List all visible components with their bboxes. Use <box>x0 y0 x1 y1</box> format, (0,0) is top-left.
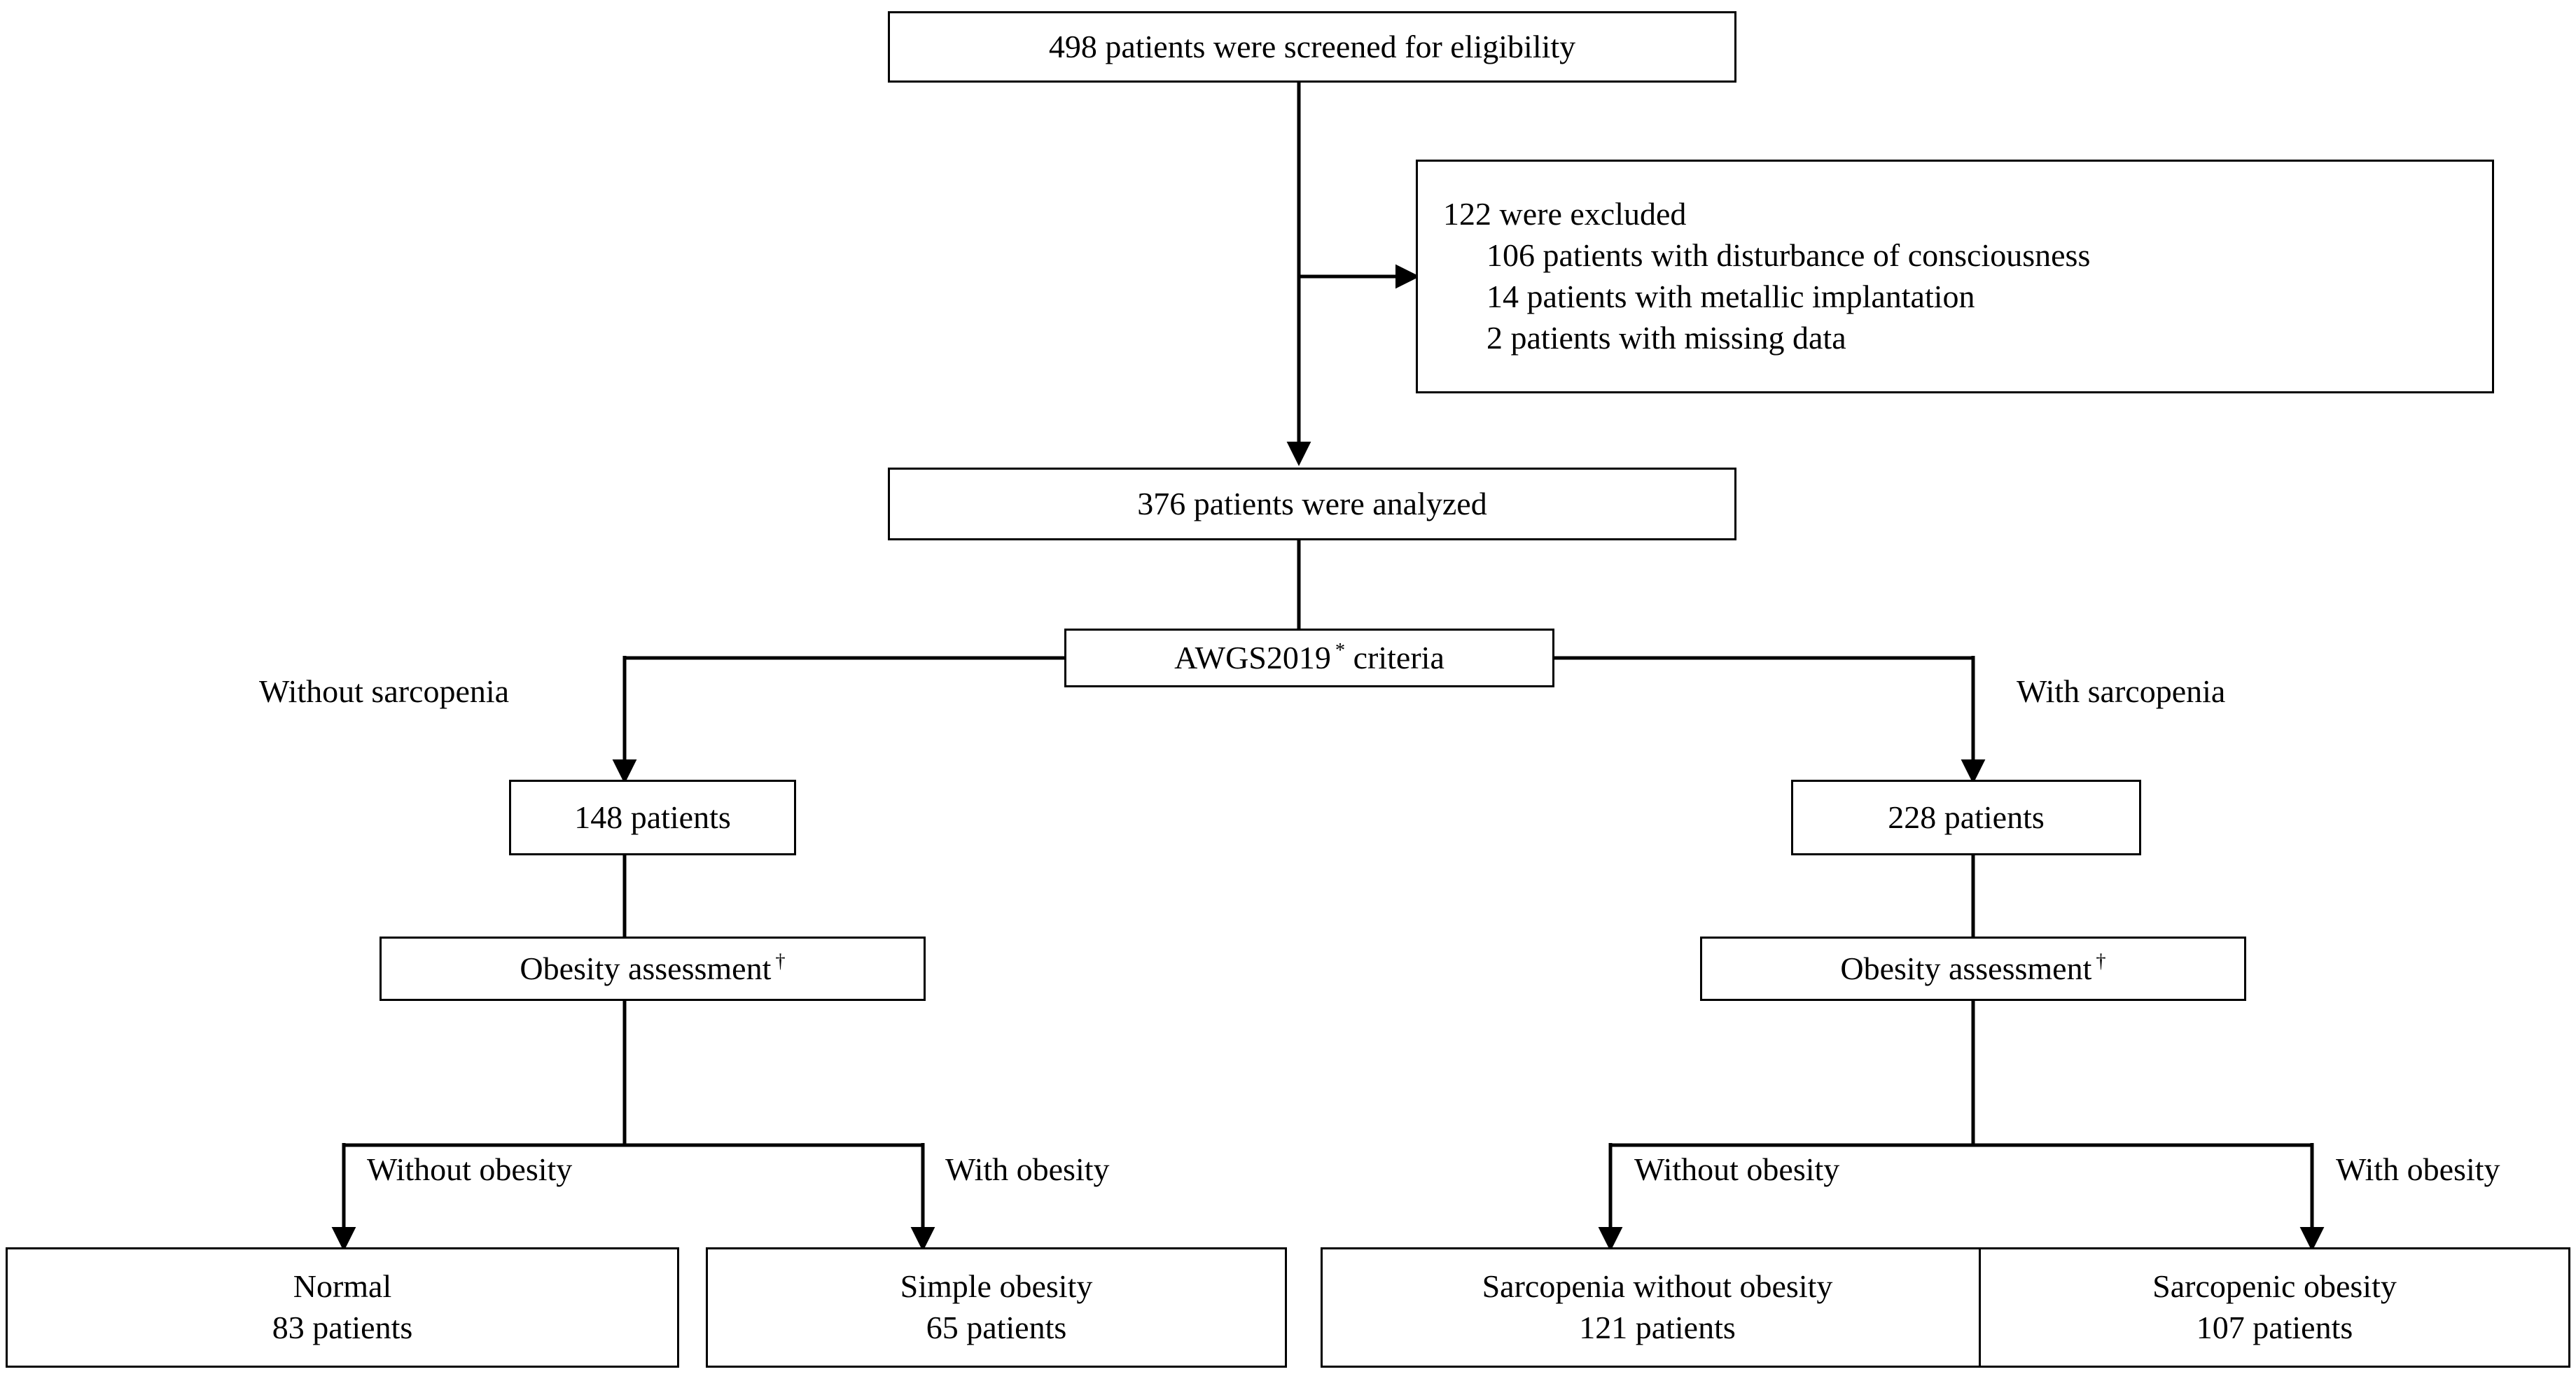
edge-label-left-with-obesity-text: With obesity <box>945 1151 1110 1187</box>
node-simple-obesity-title: Simple obesity <box>900 1268 1093 1305</box>
edge-label-left-without-obesity: Without obesity <box>367 1154 572 1186</box>
node-left-obesity-assessment[interactable]: Obesity assessment† <box>380 937 926 1001</box>
node-normal-detail: 83 patients <box>272 1310 413 1345</box>
node-simple-obesity-detail: 65 patients <box>926 1310 1067 1345</box>
edge-label-left-without-obesity-text: Without obesity <box>367 1151 573 1187</box>
node-left-obesity-assessment-label: Obesity assessment† <box>520 948 785 990</box>
edge-label-without-sarcopenia-text: Without sarcopenia <box>259 673 510 709</box>
node-right-obesity-assessment-label: Obesity assessment† <box>1840 948 2105 990</box>
node-simple-obesity[interactable]: Simple obesity 65 patients <box>706 1247 1287 1368</box>
node-sarcopenia-without-obesity-detail: 121 patients <box>1579 1310 1736 1345</box>
node-right-group-label: 228 patients <box>1888 799 2045 835</box>
node-criteria-name: AWGS2019 <box>1174 639 1331 675</box>
node-screened[interactable]: 498 patients were screened for eligibili… <box>888 11 1736 83</box>
node-left-group-label: 148 patients <box>574 799 731 835</box>
node-sarcopenic-obesity-title: Sarcopenic obesity <box>2152 1268 2397 1305</box>
node-right-obesity-assessment[interactable]: Obesity assessment† <box>1700 937 2246 1001</box>
node-normal-title: Normal <box>293 1268 392 1305</box>
dagger-marker-icon: † <box>775 951 786 973</box>
node-sarcopenia-without-obesity[interactable]: Sarcopenia without obesity 121 patients <box>1321 1247 1994 1368</box>
node-left-obesity-assessment-text: Obesity assessment <box>520 950 772 986</box>
node-screened-label: 498 patients were screened for eligibili… <box>1048 28 1576 64</box>
edge-label-right-without-obesity-text: Without obesity <box>1634 1151 1840 1187</box>
node-sarcopenic-obesity[interactable]: Sarcopenic obesity 107 patients <box>1979 1247 2570 1368</box>
node-right-group[interactable]: 228 patients <box>1791 780 2141 855</box>
edge-label-right-with-obesity-text: With obesity <box>2336 1151 2500 1187</box>
node-criteria[interactable]: AWGS2019* criteria <box>1064 629 1554 687</box>
node-normal[interactable]: Normal 83 patients <box>6 1247 679 1368</box>
node-analyzed-label: 376 patients were analyzed <box>1137 485 1487 521</box>
node-excluded-reason-2: 14 patients with metallic implantation <box>1487 279 1975 314</box>
node-criteria-suffix: criteria <box>1353 639 1444 675</box>
node-sarcopenia-without-obesity-title: Sarcopenia without obesity <box>1482 1268 1833 1305</box>
edge-label-left-with-obesity: With obesity <box>945 1154 1110 1186</box>
edge-label-with-sarcopenia-text: With sarcopenia <box>2017 673 2226 709</box>
node-excluded-header: 122 were excluded <box>1443 196 1687 232</box>
node-sarcopenic-obesity-detail: 107 patients <box>2196 1310 2353 1345</box>
node-analyzed[interactable]: 376 patients were analyzed <box>888 468 1736 540</box>
node-excluded-reason-3: 2 patients with missing data <box>1487 319 1846 356</box>
node-left-group[interactable]: 148 patients <box>509 780 796 855</box>
edge-label-right-with-obesity: With obesity <box>2336 1154 2500 1186</box>
edge-label-without-sarcopenia: Without sarcopenia <box>259 675 509 708</box>
node-excluded[interactable]: 122 were excluded 106 patients with dist… <box>1416 160 2494 393</box>
asterisk-marker-icon: * <box>1335 640 1346 662</box>
node-right-obesity-assessment-text: Obesity assessment <box>1840 950 2092 986</box>
edge-label-with-sarcopenia: With sarcopenia <box>2017 675 2225 708</box>
dagger-marker-icon: † <box>2096 951 2106 973</box>
node-excluded-reason-1: 106 patients with disturbance of conscio… <box>1487 237 2091 274</box>
node-criteria-label: AWGS2019* criteria <box>1174 638 1444 679</box>
edge-label-right-without-obesity: Without obesity <box>1634 1154 1839 1186</box>
